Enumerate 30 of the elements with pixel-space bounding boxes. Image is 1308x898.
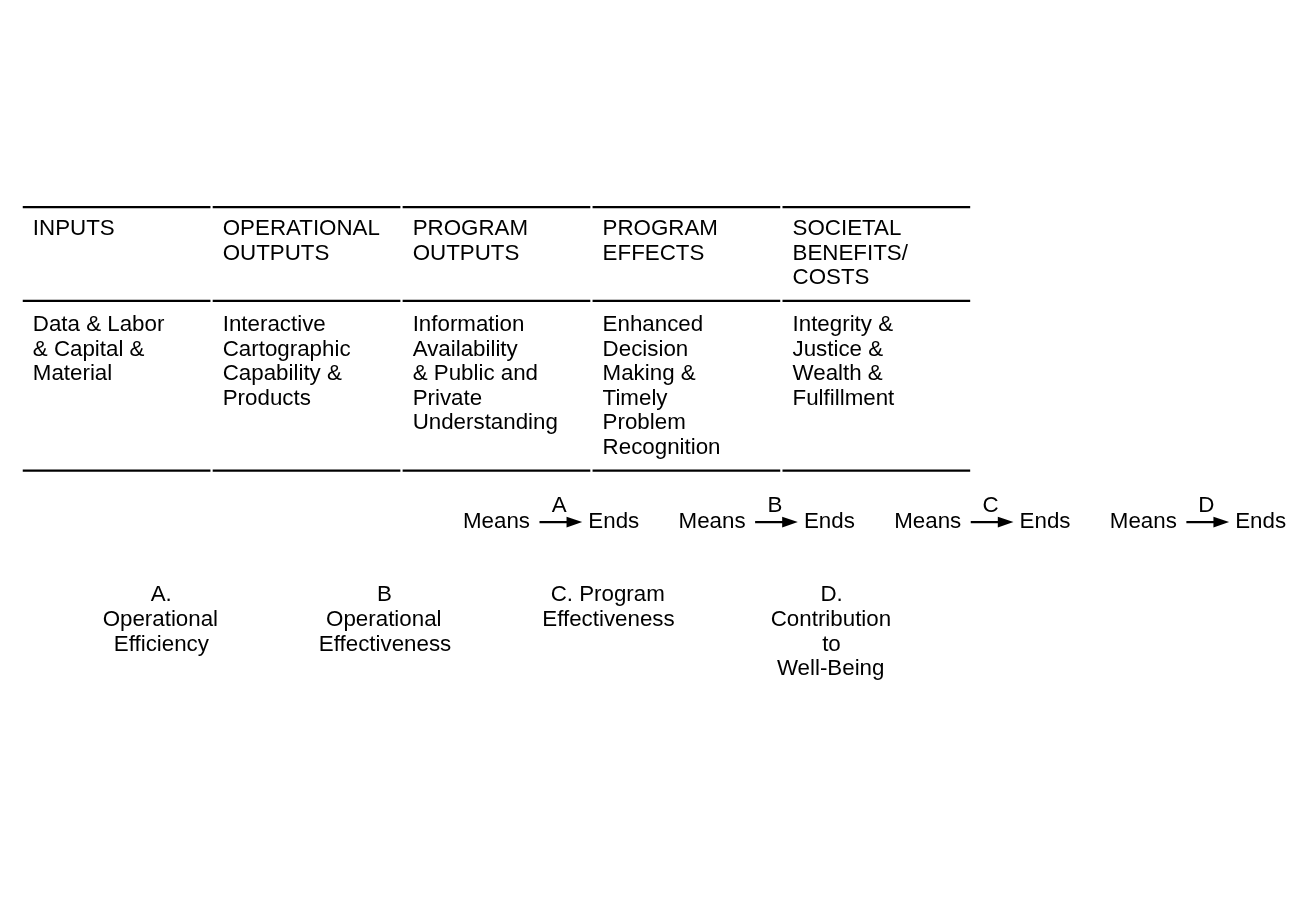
arrow [970, 516, 1014, 528]
label: PROGRAM EFFECTS [602, 214, 718, 265]
label: Data & Labor & Capital & Material [32, 310, 165, 385]
node-text: Ends [803, 507, 855, 533]
label: B Operational Effectiveness [318, 580, 452, 656]
node-text: Means [894, 507, 962, 533]
arrow [755, 516, 798, 528]
node-text: Ends [588, 507, 640, 533]
edge-label: D [1198, 491, 1215, 517]
label: Interactive Cartographic Capability & Products [222, 310, 351, 410]
label: SOCIETAL BENEFITS/ COSTS [792, 214, 908, 289]
label: A. Operational Efficiency [102, 580, 219, 656]
node-text: Means [1109, 507, 1177, 533]
label: Integrity & Justice & Wealth & Fulfillment [792, 310, 895, 410]
label: OPERATIONAL OUTPUTS [222, 214, 380, 265]
label: Information Availability & Public and Private Understanding [412, 310, 558, 434]
arrow [1186, 516, 1230, 528]
node-text: Ends [1235, 507, 1287, 533]
label: PROGRAM OUTPUTS [412, 214, 529, 265]
label: Enhanced Decision Making & Timely Problem Recognition [602, 310, 721, 459]
label: D. Contribution to Well-Being [770, 580, 892, 680]
arrow [539, 516, 583, 528]
label: INPUTS [32, 214, 115, 240]
edge-label: B [767, 491, 783, 517]
edge-label: C [982, 491, 999, 517]
label: C. Program Effectiveness [542, 580, 675, 631]
edge-label: A [551, 491, 567, 517]
node-text: Ends [1019, 507, 1071, 533]
node-text: Means [678, 507, 746, 533]
node-text: Means [462, 507, 530, 533]
